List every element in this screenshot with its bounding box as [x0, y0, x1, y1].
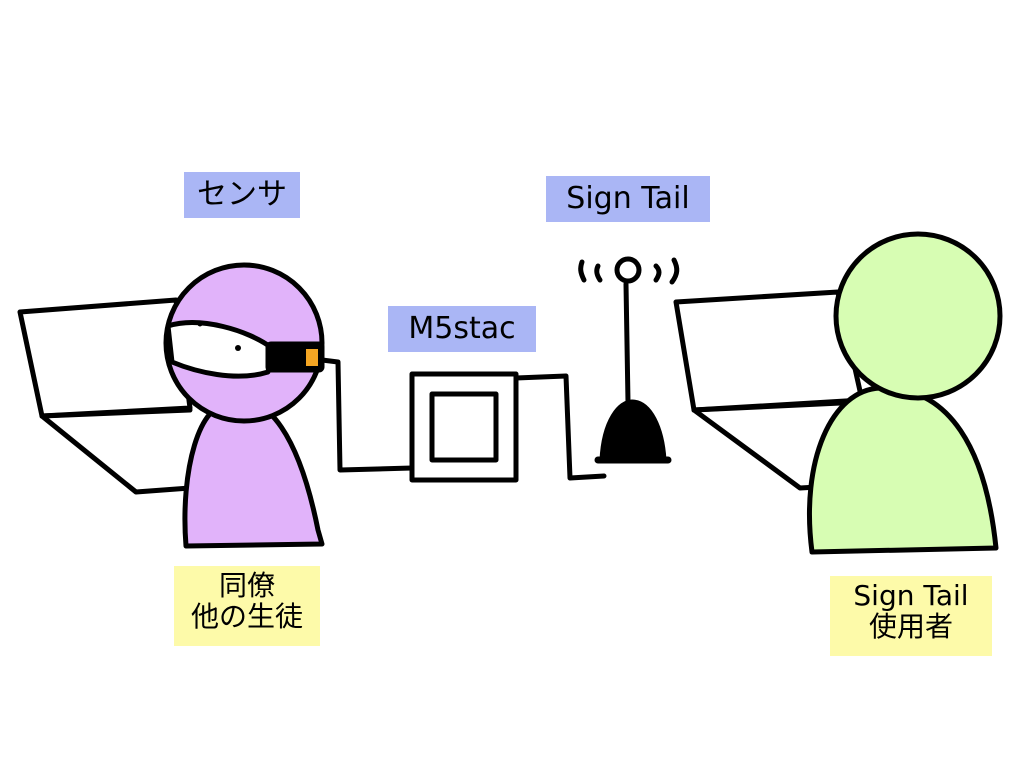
sign-tail-device: [578, 256, 680, 464]
user-label: Sign Tail 使用者: [830, 576, 992, 656]
user-label-line-2: 使用者: [868, 610, 953, 644]
colleague-label-line-1: 同僚: [218, 569, 275, 602]
colleague-person: [163, 262, 325, 549]
user-label-line-1: Sign Tail: [853, 579, 969, 612]
sign-tail-device-label: Sign Tail: [546, 176, 710, 222]
right-laptop: [673, 289, 873, 491]
device-cable: [513, 373, 607, 481]
user-person: [806, 231, 1003, 555]
sensor-cable: [319, 357, 415, 473]
sensor-label: センサ: [184, 172, 300, 218]
colleague-label: 同僚 他の生徒: [174, 566, 320, 646]
colleague-label-line-2: 他の生徒: [190, 600, 303, 634]
left-laptop: [17, 297, 193, 495]
m5stack-label: M5stac: [388, 306, 536, 352]
sensor-mask: [165, 320, 325, 379]
m5stack-device: [409, 371, 519, 483]
